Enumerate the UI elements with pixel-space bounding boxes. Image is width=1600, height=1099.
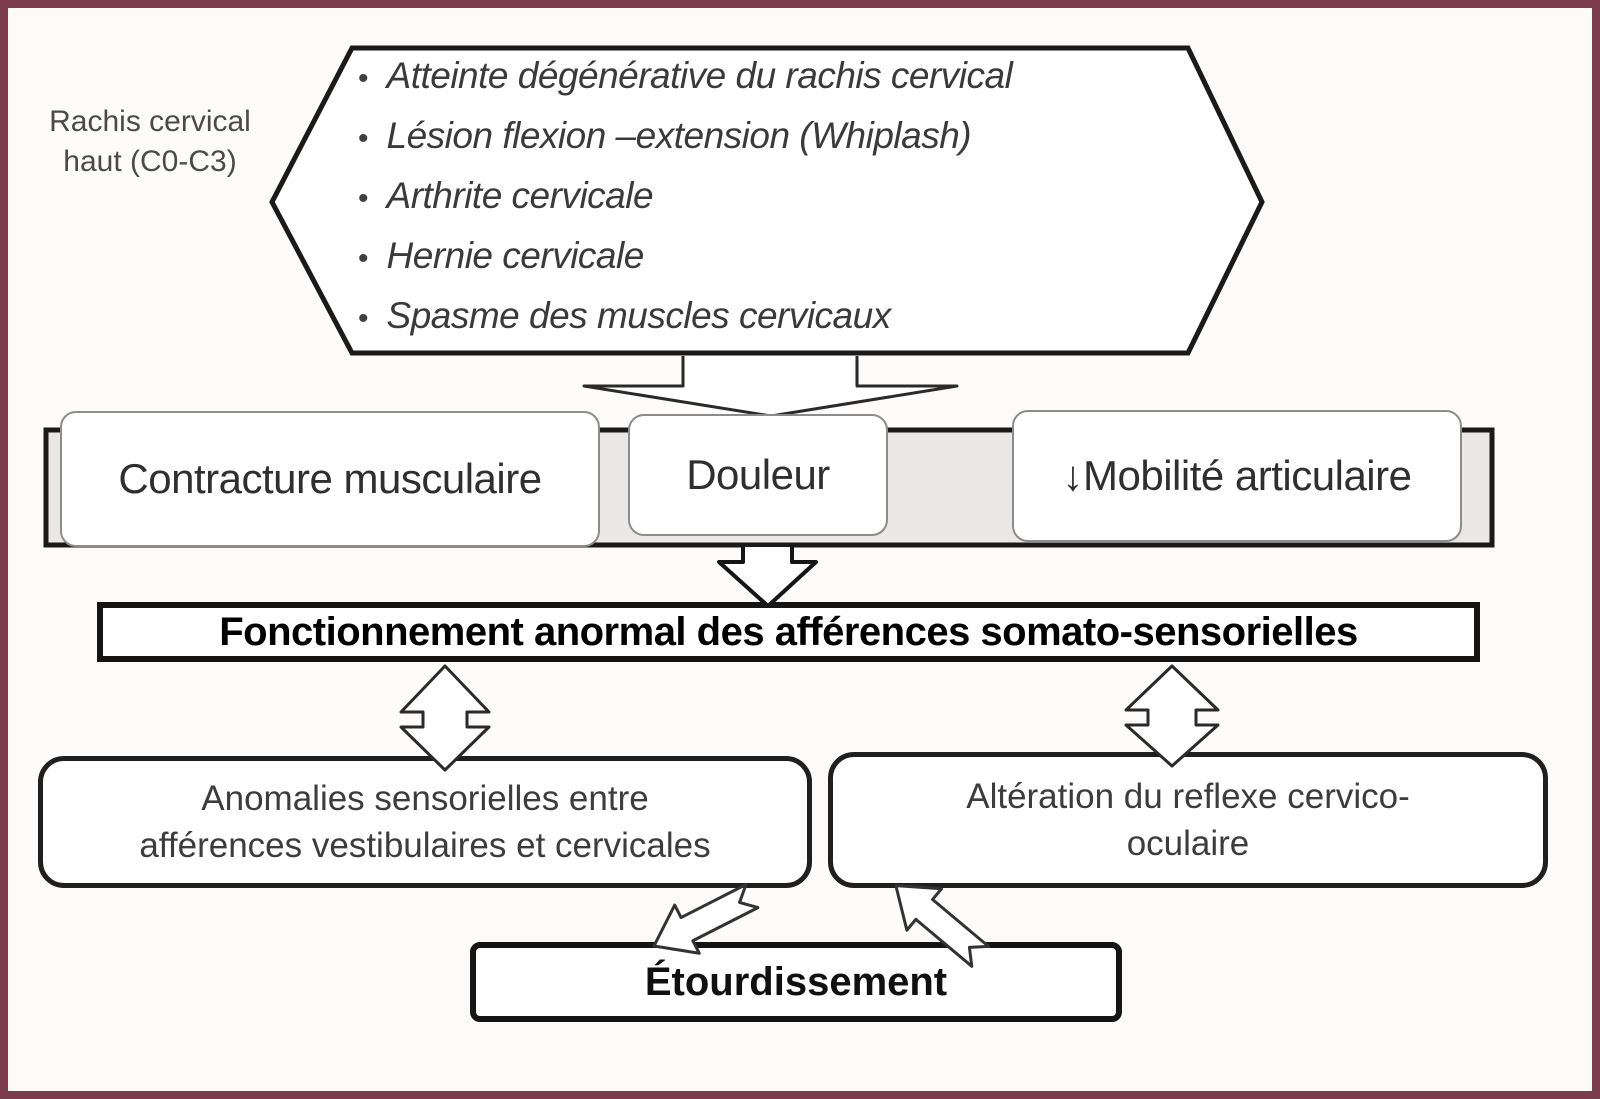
double-arrow-vertical-left-icon — [399, 664, 491, 772]
cause-item: • Hernie cervicale — [352, 226, 1192, 286]
cause-item: • Atteinte dégénérative du rachis cervic… — [352, 46, 1192, 106]
consequence-box-contracture: Contracture musculaire — [60, 411, 600, 547]
cause-item-label: Hernie cervicale — [386, 235, 645, 276]
upper-cervical-label: Rachis cervical haut (C0-C3) — [49, 105, 251, 178]
bullet-icon: • — [358, 302, 369, 335]
consequence-box-mobilite: ↓Mobilité articulaire — [1012, 410, 1462, 542]
somatosensory-dysfunction-bar: Fonctionnement anormal des afférences so… — [97, 602, 1480, 662]
cervico-ocular-reflex-box: Altération du reflexe cervico- oculaire — [828, 752, 1548, 888]
bullet-icon: • — [358, 62, 369, 95]
hexagon-causes-list: • Atteinte dégénérative du rachis cervic… — [352, 46, 1192, 346]
cervico-ocular-label: Altération du reflexe cervico- oculaire — [966, 777, 1410, 863]
dizziness-box: Étourdissement — [470, 942, 1122, 1022]
sensory-mismatch-label: Anomalies sensorielles entre afférences … — [139, 779, 711, 865]
wide-down-arrow-icon — [582, 356, 959, 418]
cause-item: • Lésion flexion –extension (Whiplash) — [352, 106, 1192, 166]
bullet-icon: • — [358, 122, 369, 155]
cause-item-label: Arthrite cervicale — [386, 175, 654, 216]
bullet-icon: • — [358, 182, 369, 215]
consequence-box-label: ↓Mobilité articulaire — [1062, 452, 1412, 499]
consequence-box-label: Contracture musculaire — [118, 455, 542, 502]
cause-item-label: Spasme des muscles cervicaux — [386, 295, 892, 336]
sensory-mismatch-box: Anomalies sensorielles entre afférences … — [38, 756, 812, 888]
double-arrow-vertical-right-icon — [1124, 664, 1220, 768]
consequence-box-douleur: Douleur — [628, 414, 888, 536]
cause-item-label: Atteinte dégénérative du rachis cervical — [386, 55, 1013, 96]
cause-item: • Arthrite cervicale — [352, 166, 1192, 226]
consequence-box-label: Douleur — [686, 451, 830, 498]
cause-item: • Spasme des muscles cervicaux — [352, 286, 1192, 346]
bullet-icon: • — [358, 242, 369, 275]
somatosensory-bar-label: Fonctionnement anormal des afférences so… — [219, 609, 1358, 654]
dizziness-label: Étourdissement — [644, 959, 948, 1004]
block-down-arrow-icon — [717, 547, 818, 608]
cause-item-label: Lésion flexion –extension (Whiplash) — [386, 115, 972, 156]
